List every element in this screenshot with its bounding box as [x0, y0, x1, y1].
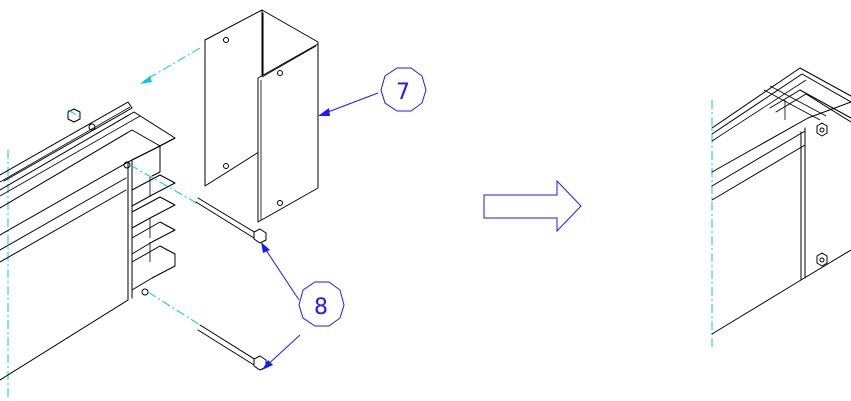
housing-hole-lower — [141, 288, 149, 296]
cover-hole — [223, 163, 229, 169]
cover-back-panel — [204, 9, 263, 187]
callout-8-leader-upper — [261, 243, 300, 301]
housing-top-edge — [0, 137, 176, 236]
cover-hole — [277, 200, 283, 206]
busway-housing — [0, 101, 176, 398]
bolt-head-icon — [253, 228, 267, 244]
cover-hole — [277, 70, 283, 76]
nut-icon — [816, 252, 828, 267]
callout-7-label: 7 — [396, 80, 410, 105]
bolt-upper — [195, 197, 267, 244]
callout-8-balloon — [298, 281, 345, 327]
callout-7: 7 — [318, 67, 427, 116]
rail-hole — [88, 123, 96, 131]
top-rail-upper — [0, 101, 133, 182]
callout-8-label: 8 — [314, 295, 328, 320]
housing-bottom-edge — [0, 299, 129, 381]
assembled-housing — [711, 67, 851, 350]
nut-icon — [816, 122, 828, 137]
assembly-lines — [67, 47, 201, 326]
callout-8: 8 — [261, 242, 345, 370]
busbar-fins — [131, 145, 176, 291]
nut-icon — [67, 108, 81, 123]
cover-front-panel — [257, 43, 319, 223]
callout-7-balloon — [380, 67, 427, 112]
right-arrow-icon — [483, 179, 582, 233]
bolt-lower — [197, 324, 267, 371]
callout-7-leader — [319, 92, 379, 116]
bolts — [195, 197, 267, 371]
cover-plate — [204, 9, 319, 223]
cover-hole — [223, 37, 229, 43]
